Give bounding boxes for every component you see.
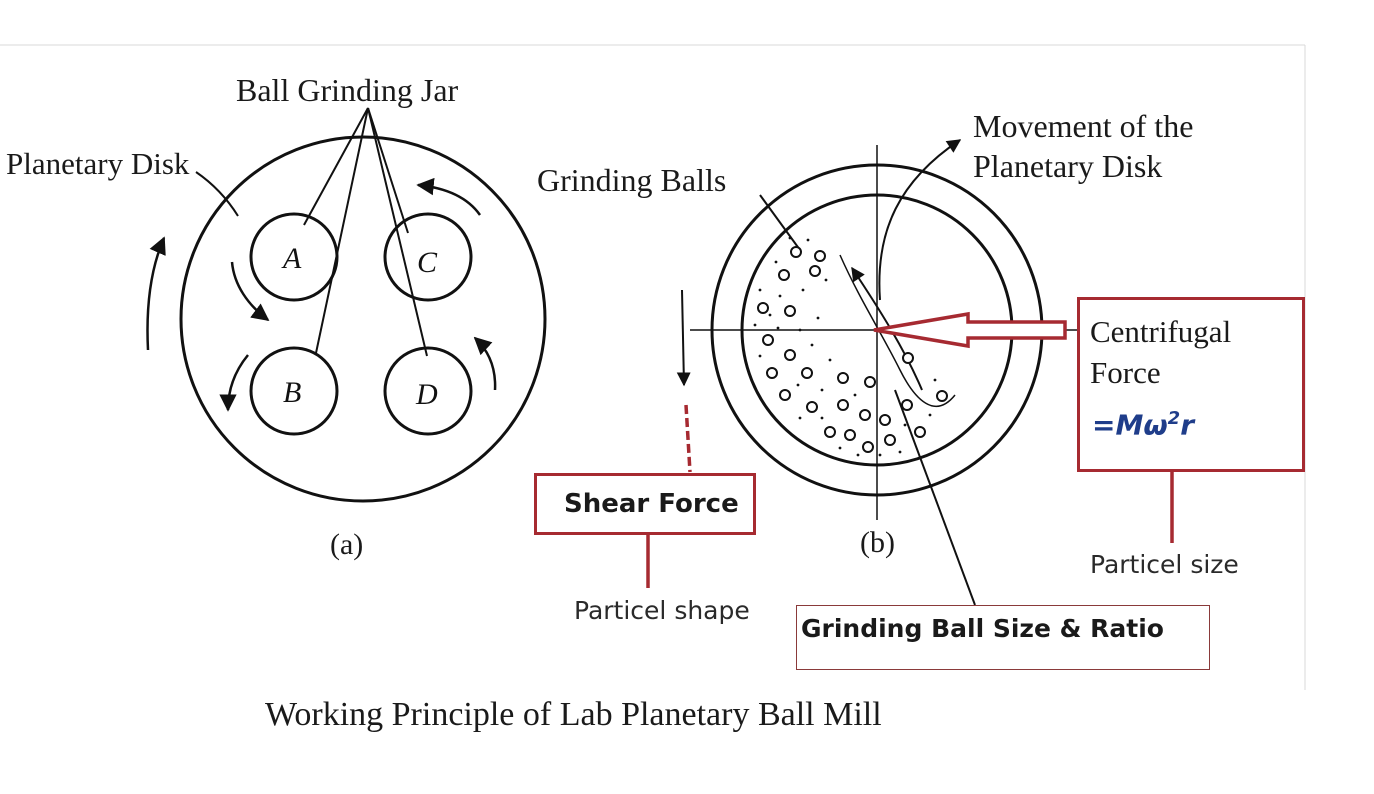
centrifugal-formula: =Mω2r bbox=[1092, 410, 1194, 439]
jar-c-circle bbox=[383, 212, 473, 302]
jar-b-circle bbox=[249, 346, 339, 436]
caption-a: (a) bbox=[330, 528, 364, 561]
frame-lines bbox=[0, 44, 1306, 690]
fine-particles bbox=[753, 236, 937, 457]
disk-movement-arrow bbox=[878, 139, 962, 301]
grinding-balls bbox=[757, 246, 948, 453]
particle-size-label: Particel size bbox=[1090, 550, 1239, 579]
planetary-disk-label: Planetary Disk bbox=[6, 146, 190, 181]
grinding-balls-label: Grinding Balls bbox=[537, 162, 727, 198]
ball-grinding-jar-label: Ball Grinding Jar bbox=[236, 72, 459, 108]
formula-omega: ω bbox=[1143, 408, 1168, 442]
formula-r: r bbox=[1180, 408, 1195, 442]
jar-b-label: B bbox=[283, 376, 302, 409]
balls-leader-line bbox=[759, 194, 801, 251]
ball-size-box bbox=[796, 605, 1210, 670]
jar-a-label: A bbox=[283, 242, 302, 275]
formula-exponent: 2 bbox=[1167, 408, 1181, 429]
caption-b: (b) bbox=[860, 526, 895, 559]
centrifugal-label-line1: Centrifugal bbox=[1090, 314, 1232, 349]
shear-force-box bbox=[534, 473, 756, 535]
ball-size-leader-line bbox=[894, 389, 976, 606]
particle-shape-label: Particel shape bbox=[574, 596, 750, 625]
rotation-arrows-a bbox=[146, 177, 497, 412]
ball-mass-boundary bbox=[839, 254, 956, 408]
shear-force-label: Shear Force bbox=[564, 489, 739, 519]
jar-d-label: D bbox=[416, 378, 438, 411]
formula-prefix: =M bbox=[1092, 408, 1144, 442]
shear-arrow bbox=[676, 289, 691, 387]
centrifugal-label-line2: Force bbox=[1090, 355, 1161, 390]
red-connectors bbox=[646, 404, 1174, 588]
jar-c-label: C bbox=[417, 246, 438, 279]
centrifugal-arrow bbox=[873, 311, 1067, 349]
movement-label-line1: Movement of the bbox=[973, 108, 1194, 144]
jar-d-circle bbox=[383, 346, 473, 436]
figure-title: Working Principle of Lab Planetary Ball … bbox=[265, 696, 882, 733]
ball-size-label: Grinding Ball Size & Ratio bbox=[801, 614, 1164, 643]
movement-label-line2: Planetary Disk bbox=[973, 148, 1163, 184]
planetary-disk-circle bbox=[179, 135, 547, 503]
centrifugal-force-box bbox=[1077, 297, 1305, 472]
jar-leader-lines bbox=[195, 107, 428, 357]
diagram-a bbox=[179, 135, 547, 503]
